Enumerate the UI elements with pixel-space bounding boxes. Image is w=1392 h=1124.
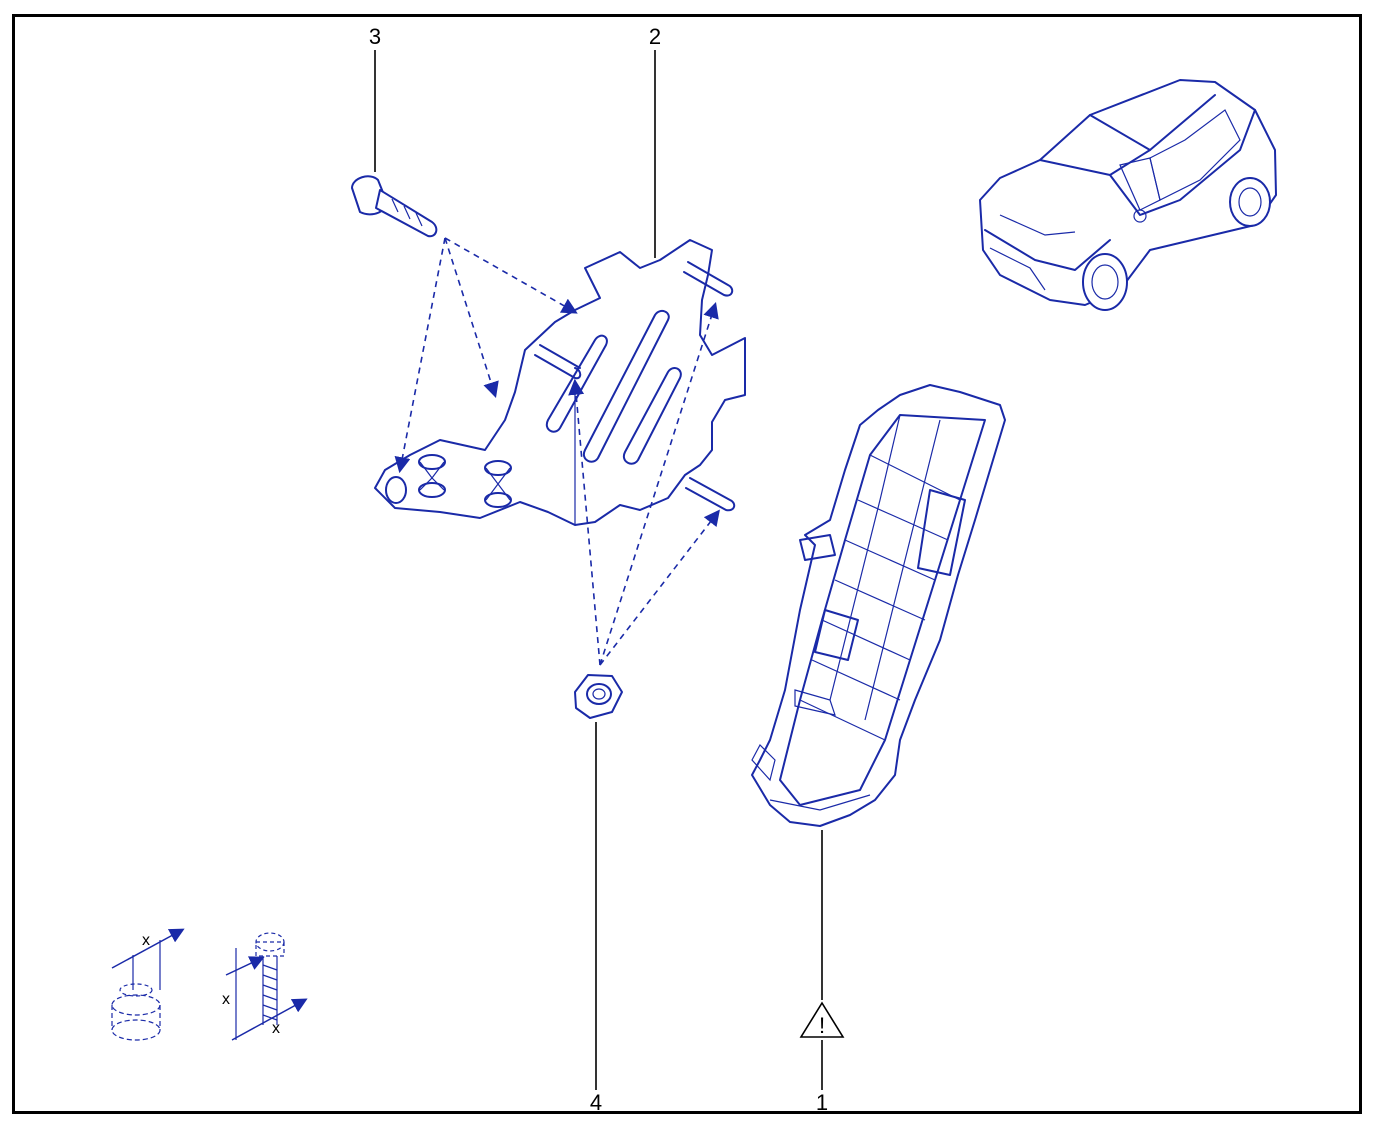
nut-dimension-label: x xyxy=(142,932,150,949)
callout-4: 4 xyxy=(590,722,602,1115)
callout-label: 3 xyxy=(369,24,381,49)
callout-label: 4 xyxy=(590,1090,602,1115)
vehicle-illustration xyxy=(979,79,1277,311)
bracket-part-2 xyxy=(374,239,746,526)
bolt-length-label: x xyxy=(222,991,230,1008)
warning-triangle-icon: ! xyxy=(799,1001,845,1038)
bolt-thread-label: x xyxy=(272,1020,280,1037)
diagram-frame xyxy=(12,14,1362,1114)
callout-3: 3 xyxy=(369,24,381,172)
assembly-arrows xyxy=(394,237,720,666)
callout-2: 2 xyxy=(649,24,661,258)
warning-symbol: ! xyxy=(819,1013,825,1038)
nut-part-4 xyxy=(574,674,623,719)
bolt-torque-icon: x x xyxy=(222,932,308,1041)
cone-features xyxy=(418,454,512,508)
callout-label: 1 xyxy=(816,1090,828,1115)
callout-label: 2 xyxy=(649,24,661,49)
callout-1: 1 xyxy=(816,830,828,1115)
nut-torque-icon: x xyxy=(111,928,185,1041)
module-part-1 xyxy=(751,384,1006,827)
bolt-part-3 xyxy=(351,175,438,238)
